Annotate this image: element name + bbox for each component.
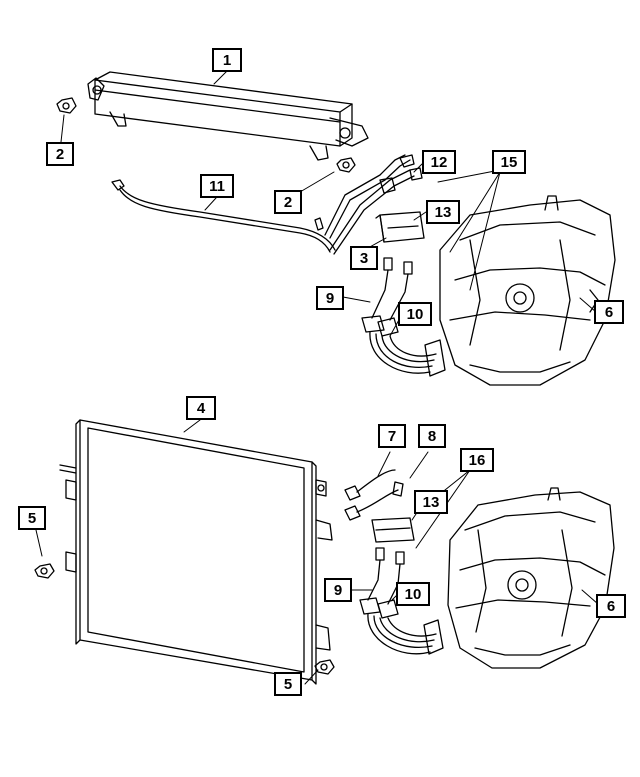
callout-13: 13 bbox=[414, 490, 448, 514]
transmission-top-drawing bbox=[439, 195, 616, 386]
callout-11: 11 bbox=[200, 174, 234, 198]
callout-16: 16 bbox=[460, 448, 494, 472]
callout-15: 15 bbox=[492, 150, 526, 174]
nut-drawings bbox=[34, 563, 335, 675]
callout-6: 6 bbox=[594, 300, 624, 324]
bracket-bottom-drawing bbox=[371, 517, 415, 543]
bracket-drawing bbox=[375, 211, 425, 243]
oil-cooler-drawing bbox=[87, 71, 369, 161]
callout-2: 2 bbox=[46, 142, 74, 166]
callout-13: 13 bbox=[426, 200, 460, 224]
transmission-bottom-drawing bbox=[447, 487, 615, 669]
callout-9: 9 bbox=[316, 286, 344, 310]
callout-9: 9 bbox=[324, 578, 352, 602]
hoses-7-drawing bbox=[344, 469, 404, 521]
callout-5: 5 bbox=[18, 506, 46, 530]
callout-2: 2 bbox=[274, 190, 302, 214]
callout-7: 7 bbox=[378, 424, 406, 448]
cooler-line-drawing bbox=[111, 154, 423, 255]
callout-4: 4 bbox=[186, 396, 216, 420]
callout-10: 10 bbox=[396, 582, 430, 606]
condenser-drawing bbox=[59, 419, 333, 685]
callout-3: 3 bbox=[350, 246, 378, 270]
callout-12: 12 bbox=[422, 150, 456, 174]
hoses-bottom-drawing bbox=[359, 547, 444, 655]
callout-6: 6 bbox=[596, 594, 626, 618]
callout-1: 1 bbox=[212, 48, 242, 72]
callout-5: 5 bbox=[274, 672, 302, 696]
callout-8: 8 bbox=[418, 424, 446, 448]
callout-10: 10 bbox=[398, 302, 432, 326]
hoses-top-drawing bbox=[361, 257, 446, 377]
